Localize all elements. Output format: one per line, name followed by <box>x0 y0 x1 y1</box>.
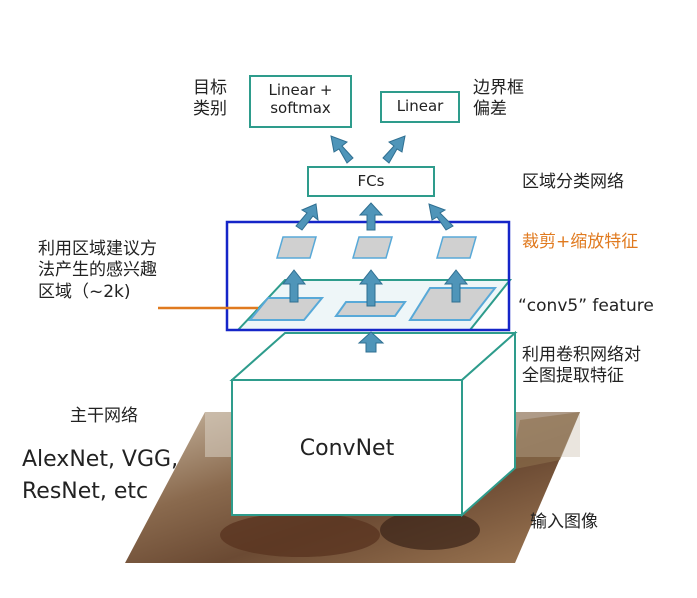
convnet-label: ConvNet <box>299 436 395 461</box>
target-class-label: 目标 类别 <box>193 78 227 120</box>
region-classify-label: 区域分类网络 <box>522 172 624 192</box>
linear-box <box>380 91 460 123</box>
fcs-label: FCs <box>357 172 385 190</box>
backbone-models-label: AlexNet, VGG, ResNet, etc <box>22 447 179 504</box>
arrow-crop-2 <box>358 202 384 231</box>
arrows <box>281 135 469 353</box>
linear-softmax-label: Linear + softmax <box>268 81 333 117</box>
arrow-crop-3 <box>428 203 454 231</box>
crop-1 <box>276 236 317 259</box>
crop-resize-label: 裁剪+缩放特征 <box>522 232 639 252</box>
conv5-feature-map <box>235 279 513 331</box>
arrow-roi-1 <box>281 269 307 303</box>
linear-softmax-box <box>249 75 352 128</box>
arrow-fcs-to-softmax <box>330 135 354 164</box>
arrow-roi-2 <box>358 269 384 307</box>
input-image-label: 输入图像 <box>530 512 598 532</box>
roi-3 <box>408 287 498 321</box>
arrow-crop-1 <box>295 203 319 231</box>
region-proposal-label: 利用区域建议方 法产生的感兴趣 区域（~2k) <box>38 239 157 302</box>
roi-1 <box>247 297 325 321</box>
arrow-fcs-to-linear <box>382 135 406 164</box>
arrow-roi-3 <box>443 269 469 303</box>
linear-label: Linear <box>396 97 444 115</box>
conv5-feature-label: “conv5” feature <box>518 296 654 316</box>
arrow-convnet-to-feature <box>357 331 385 353</box>
crop-3 <box>436 236 477 259</box>
backbone-label: 主干网络 <box>70 406 138 426</box>
bbox-offset-label: 边界框 偏差 <box>473 78 524 120</box>
fcs-box <box>307 166 435 197</box>
crop-2 <box>352 236 393 259</box>
cropped-features <box>276 236 477 259</box>
roi-2 <box>334 301 407 317</box>
convnet-block <box>229 330 518 518</box>
extract-feature-label: 利用卷积网络对 全图提取特征 <box>522 345 641 387</box>
